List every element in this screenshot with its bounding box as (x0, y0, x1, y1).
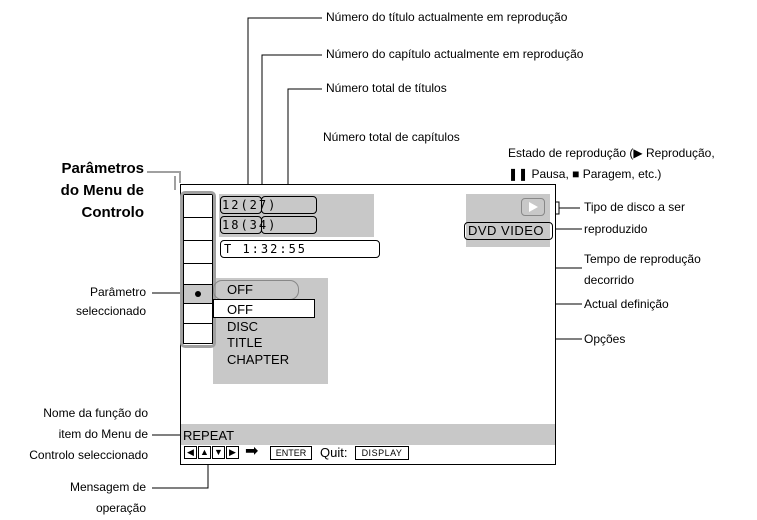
disc-type: DVD VIDEO (468, 223, 545, 238)
info-band (219, 194, 374, 237)
options-band (213, 278, 328, 384)
then-arrow-icon: ➡ (245, 443, 259, 460)
param-icon-cell[interactable] (184, 304, 212, 324)
title-number-row: 12(27) (222, 198, 278, 212)
parameter-icon-column (183, 194, 213, 344)
down-arrow-key-icon: ▼ (212, 446, 225, 459)
callout-control-params-2: do Menu de (60, 182, 144, 199)
callout-selected-param-1: Parâmetro (89, 285, 146, 299)
callout-function-name-2: item do Menu de (58, 427, 148, 441)
callout-title-number: Número do título actualmente em reproduç… (326, 10, 568, 24)
chapter-number-frame (220, 216, 262, 234)
callout-options: Opções (584, 332, 626, 346)
elapsed-time-frame (220, 240, 380, 258)
title-number-frame (220, 196, 262, 214)
quit-label: Quit: (320, 445, 348, 460)
total-titles-frame (261, 196, 317, 214)
play-status-frame (521, 198, 545, 216)
current-setting-value: OFF (227, 282, 253, 297)
callout-op-msg-2: operação (95, 501, 146, 515)
enter-key: ENTER (270, 446, 312, 460)
callout-function-name-1: Nome da função do (43, 406, 148, 420)
callout-disc-type-1: Tipo de disco a ser (584, 200, 685, 214)
callout-play-status-2: ❚❚ Pausa, ■ Paragem, etc.) (508, 167, 662, 181)
callout-function-name-3: Controlo seleccionado (29, 448, 148, 462)
callout-play-status-1: Estado de reprodução (▶ Reprodução, (508, 146, 715, 160)
callout-op-msg-1: Mensagem de (69, 480, 146, 494)
param-icon-cell[interactable] (184, 218, 212, 241)
callout-disc-type-2: reproduzido (584, 222, 648, 236)
function-name: REPEAT (183, 428, 235, 443)
callout-control-params-3: Controlo (81, 204, 144, 221)
parameter-bracket (180, 191, 216, 348)
callout-selected-param-2: seleccionado (75, 304, 146, 318)
elapsed-time: T 1:32:55 (224, 242, 308, 256)
up-arrow-key-icon: ▲ (198, 446, 211, 459)
control-menu-screen: 12(27) 18(34) T 1:32:55 DVD VIDEO OFF OF… (180, 184, 556, 465)
total-chapters-frame (261, 216, 317, 234)
callout-control-params-1: Parâmetros (61, 160, 144, 177)
right-arrow-key-icon: ▶ (226, 446, 239, 459)
param-icon-cell[interactable] (184, 195, 212, 218)
param-icon-cell-selected[interactable] (184, 285, 212, 304)
option-highlight[interactable] (213, 299, 315, 318)
display-key: DISPLAY (355, 446, 409, 460)
play-icon (529, 202, 538, 212)
callout-elapsed-1: Tempo de reprodução (584, 252, 701, 266)
left-arrow-key-icon: ◀ (184, 446, 197, 459)
callout-total-chapters: Número total de capítulos (323, 130, 460, 144)
callout-elapsed-2: decorrido (584, 273, 635, 287)
callout-total-titles: Número total de títulos (326, 81, 447, 95)
callout-current-setting: Actual definição (584, 297, 669, 311)
selected-dot-icon (195, 291, 201, 297)
current-setting-frame (213, 280, 299, 300)
function-bar (181, 424, 555, 445)
chapter-number-row: 18(34) (222, 218, 278, 232)
callout-chapter-number: Número do capítulo actualmente em reprod… (326, 47, 584, 61)
option-disc[interactable]: DISC (227, 319, 259, 334)
option-off[interactable]: OFF (227, 302, 253, 317)
disc-type-frame (464, 222, 553, 240)
option-title[interactable]: TITLE (227, 335, 263, 350)
option-chapter[interactable]: CHAPTER (227, 352, 290, 367)
param-icon-cell[interactable] (184, 264, 212, 285)
param-icon-cell[interactable] (184, 241, 212, 264)
